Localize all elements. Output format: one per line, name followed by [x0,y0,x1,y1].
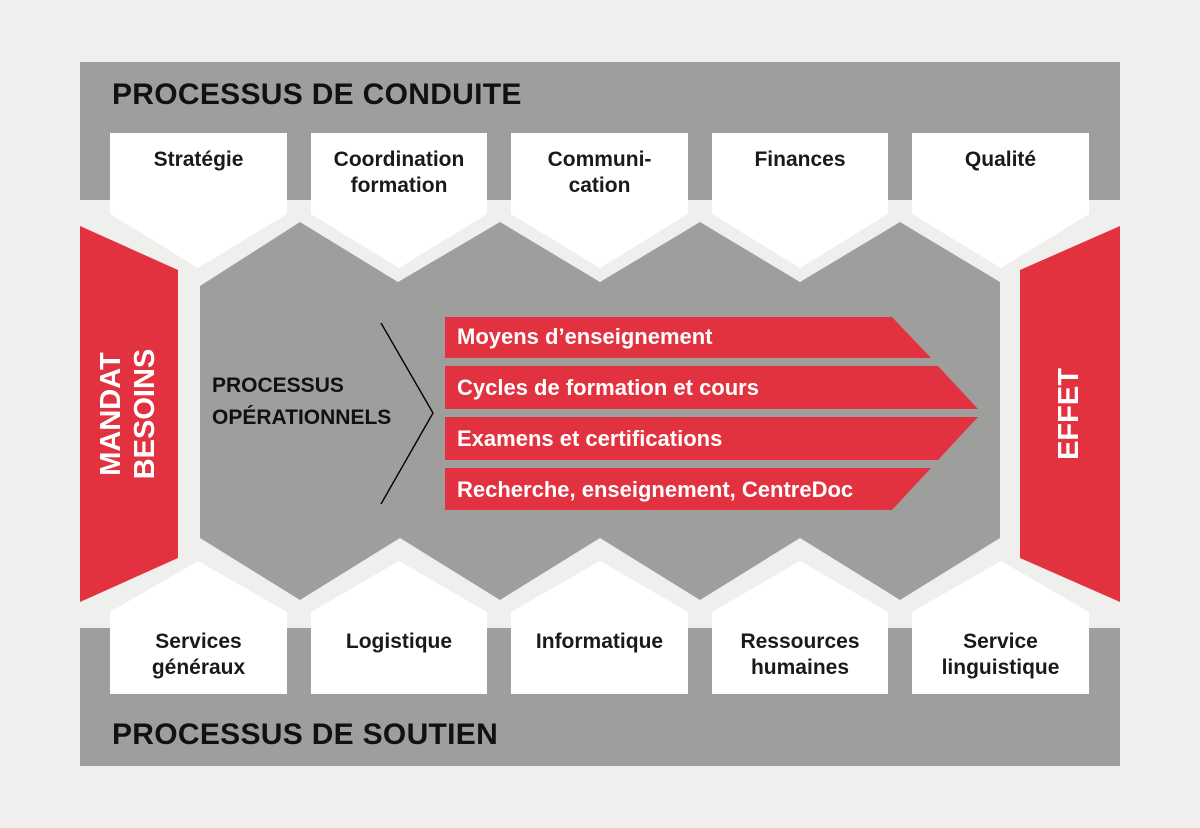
top-box-1-shape [110,133,287,268]
top-box-4-shape [712,133,888,268]
bar-1-shape [445,317,931,358]
mandat-shape [80,226,178,602]
bar-2-shape [445,366,978,409]
bottom-box-service-linguistique-label: Service linguistique [941,630,1060,679]
bottom-box-services-generaux-label: Services généraux [151,630,246,679]
effet-shape [1020,226,1120,602]
header-conduite: PROCESSUS DE CONDUITE [112,78,522,111]
bottom-box-4-shape [712,561,888,694]
top-box-qualite-label: Qualité [964,148,1037,171]
top-box-finances-label: Finances [754,148,846,171]
bar-recherche-label: Recherche, enseignement, CentreDoc [457,477,854,502]
bar-moyens-label: Moyens d’enseignement [457,324,713,349]
top-box-communication-label: Communi- cation [547,148,652,197]
bottom-box-5-shape [912,561,1089,694]
top-box-3-shape [511,133,688,268]
chevron-right-icon [380,322,434,505]
top-box-coordination-label: Coordination formation [333,148,465,197]
top-box-strategie-label: Stratégie [153,148,244,171]
bar-4-shape [445,468,931,510]
bar-3-shape [445,417,978,460]
bottom-box-3-shape [511,561,688,694]
header-soutien: PROCESSUS DE SOUTIEN [112,718,499,751]
bar-cycles-label: Cycles de formation et cours [457,375,759,400]
bar-examens-label: Examens et certifications [457,426,723,451]
top-box-2-shape [311,133,487,268]
mandat-besoins-label: MANDAT BESOINS [95,348,161,480]
bottom-box-informatique-label: Informatique [535,630,664,653]
bottom-box-ressources-humaines-label: Ressources humaines [740,630,860,679]
bottom-box-2-shape [311,561,487,694]
top-box-5-shape [912,133,1089,268]
operational-processes-label: PROCESSUS OPÉRATIONNELS [212,374,392,429]
bottom-box-logistique-label: Logistique [345,630,453,653]
effet-label: EFFET [1053,368,1085,460]
bottom-box-1-shape [110,561,287,694]
